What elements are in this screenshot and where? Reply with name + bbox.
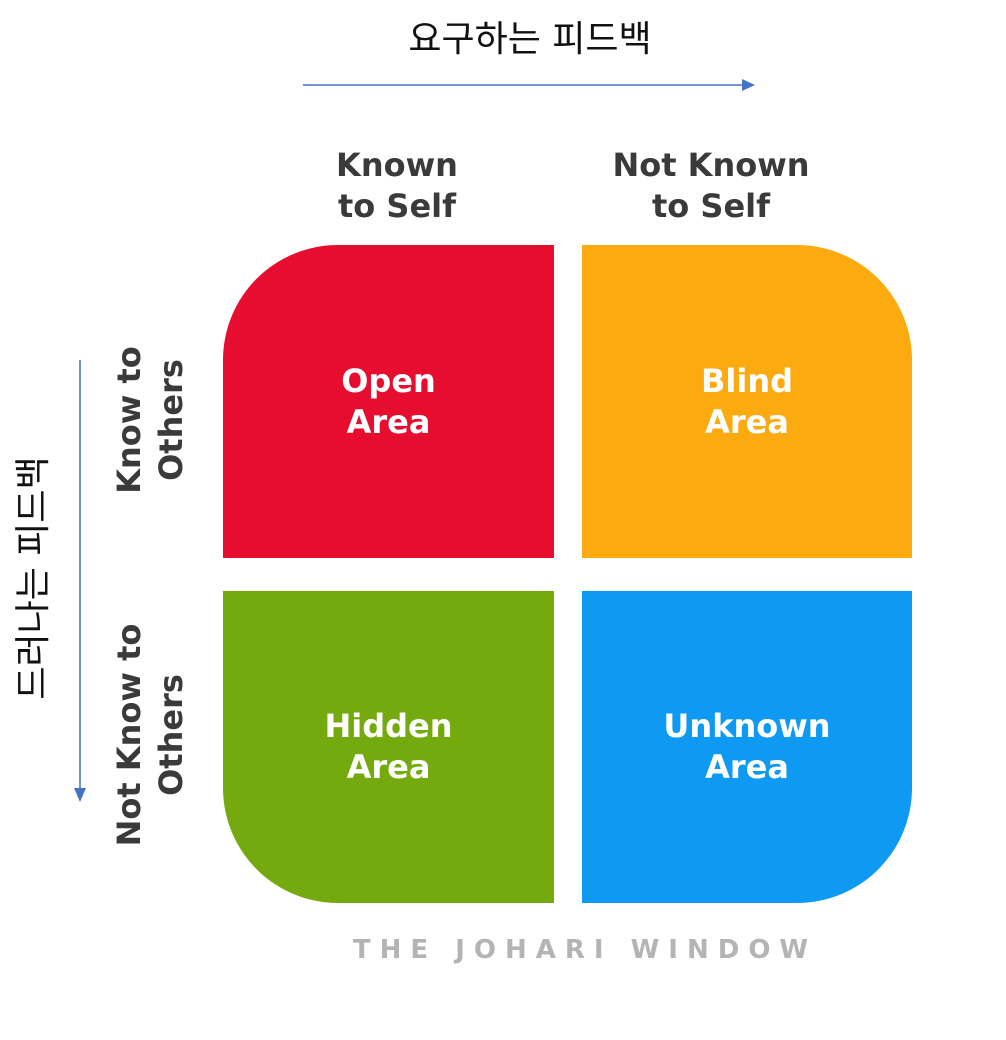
quadrant-label: Area [705,402,789,441]
row-header-know-to-others: Know to Others [108,260,198,580]
col-header-line: Not Known [612,146,810,184]
quadrant-label: Area [346,748,431,786]
row-header-line: Others [152,359,190,481]
quadrant-label: Blind [700,361,793,400]
horizontal-arrow-head-icon [742,79,755,91]
quadrant-label: Unknown [663,707,831,745]
row-header-line: Not Know to [110,623,148,847]
quadrant-label: Area [705,748,789,786]
quadrant-blind-area: Blind Area [582,245,912,558]
col-header-line: to Self [337,187,457,225]
row-header-line: Others [152,674,190,796]
col-header-known-to-self: Known to Self [247,145,547,227]
col-header-not-known-to-self: Not Known to Self [561,145,861,227]
row-header-line: Know to [110,346,148,494]
quadrant-label: Area [346,402,431,441]
quadrant-hidden-area: Hidden Area [223,591,554,903]
col-header-line: Known [336,146,458,184]
diagram-caption: THE JOHARI WINDOW [352,935,818,965]
quadrant-unknown-area: Unknown Area [582,591,912,903]
vertical-arrow-head-icon [74,788,86,802]
row-header-not-know-to-others: Not Know to Others [108,575,198,895]
quadrant-open-area: Open Area [223,245,554,558]
quadrant-label: Hidden [324,707,453,745]
top-axis-label: 요구하는 피드백 [408,19,652,60]
col-header-line: to Self [651,187,771,225]
quadrant-label: Open [341,361,436,400]
